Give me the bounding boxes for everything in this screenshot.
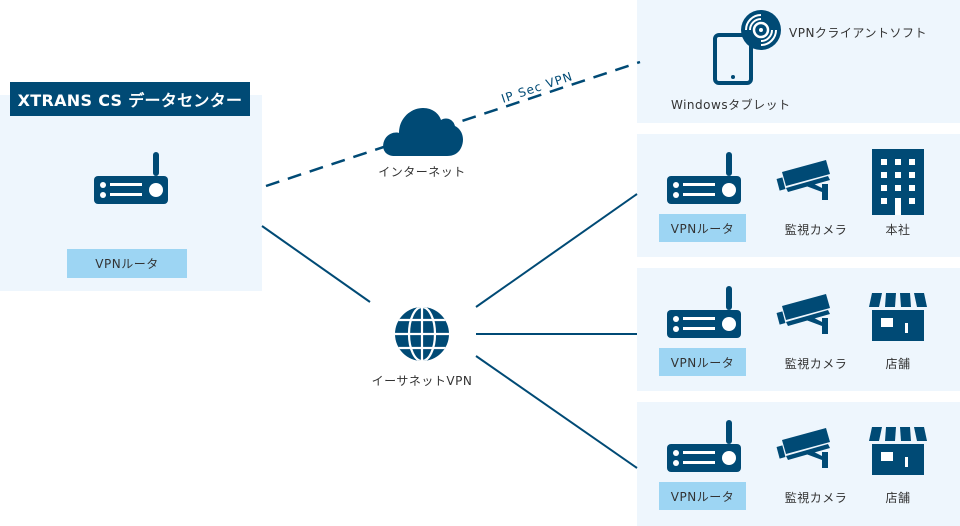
site-label: 店舗 <box>885 491 911 505</box>
store-icon <box>869 427 927 475</box>
router-icon <box>667 286 741 338</box>
site-label: 本社 <box>885 223 911 237</box>
disc-icon <box>741 10 781 50</box>
ethernet-link-store-2 <box>475 355 638 469</box>
site-router-label: VPNルータ <box>659 348 746 376</box>
globe-icon <box>395 307 449 361</box>
router-icon <box>667 420 741 472</box>
cloud-icon <box>383 108 463 156</box>
vpn-client-software-label: VPNクライアントソフト <box>789 26 927 40</box>
site-label: 店舗 <box>885 357 911 371</box>
security-camera-icon <box>776 428 830 468</box>
ethernet-link-head-office <box>475 193 638 308</box>
ipsec-vpn-label: IP Sec VPN <box>500 69 575 106</box>
security-camera-label: 監視カメラ <box>784 223 848 237</box>
security-camera-icon <box>776 160 830 200</box>
ethernet-link-datacenter <box>261 225 371 303</box>
router-icon <box>667 152 741 204</box>
datacenter-router-label: VPNルータ <box>67 249 187 278</box>
site-router-label: VPNルータ <box>659 482 746 510</box>
remote-client-panel <box>637 0 960 123</box>
store-icon <box>869 293 927 341</box>
tablet-icon <box>713 33 753 85</box>
security-camera-label: 監視カメラ <box>784 491 848 505</box>
router-icon <box>94 152 168 204</box>
internet-label: インターネット <box>378 165 466 179</box>
security-camera-icon <box>776 294 830 334</box>
ethernet-vpn-label: イーサネットVPN <box>371 374 473 388</box>
datacenter-title: XTRANS CS データセンター <box>10 82 250 116</box>
security-camera-label: 監視カメラ <box>784 357 848 371</box>
site-router-label: VPNルータ <box>659 214 746 242</box>
office-building-icon <box>872 149 924 215</box>
windows-tablet-label: Windowsタブレット <box>671 98 791 112</box>
